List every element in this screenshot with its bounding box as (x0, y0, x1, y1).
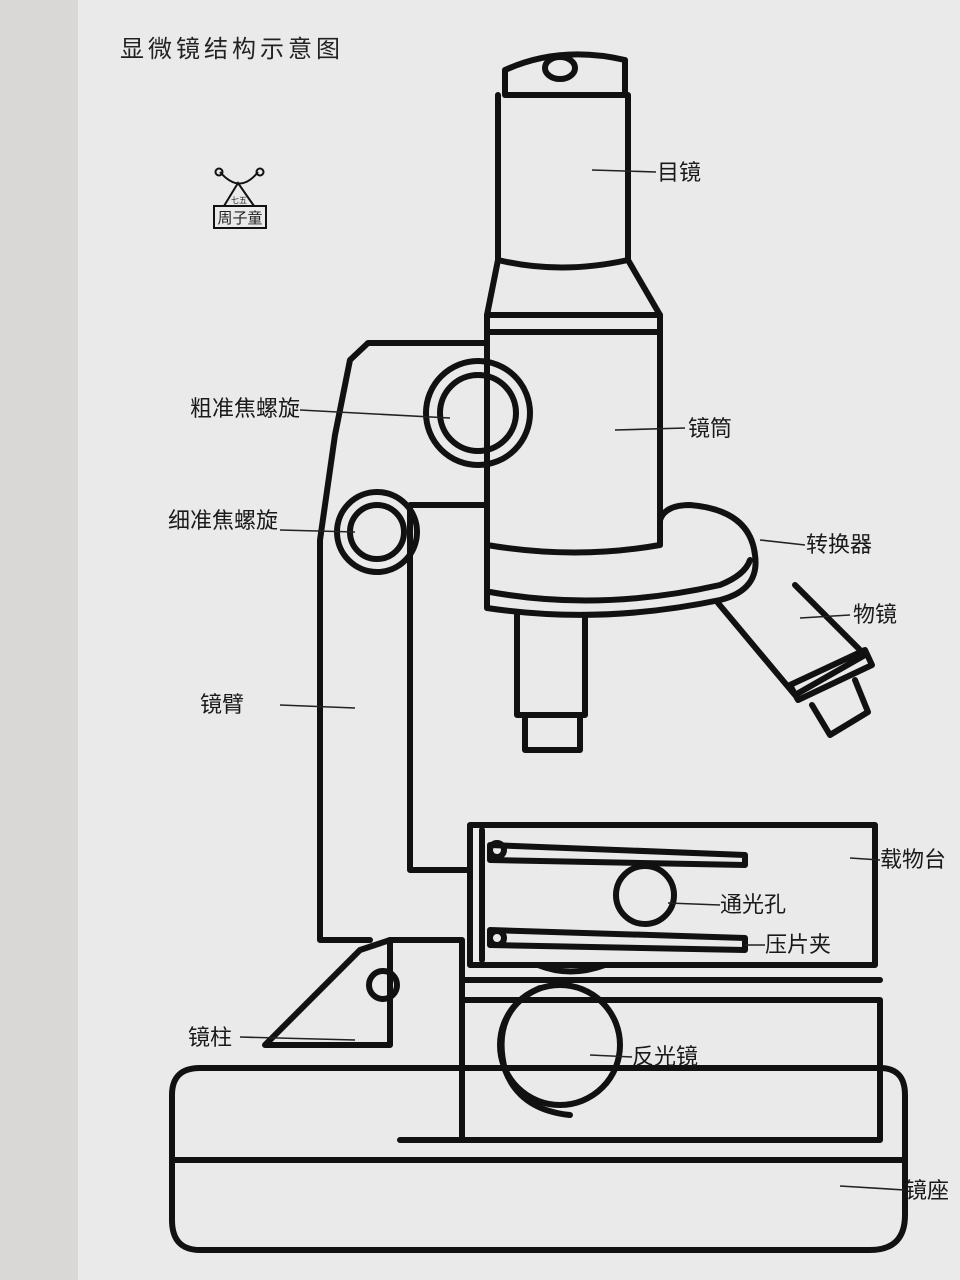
objective-lenses (514, 582, 875, 753)
base (169, 1065, 908, 1253)
label-coarse-focus: 粗准焦螺旋 (190, 397, 300, 422)
label-fine-focus: 细准焦螺旋 (168, 509, 278, 534)
leader-lines (239, 169, 906, 1191)
mirror (497, 982, 623, 1118)
eyepiece (484, 51, 663, 318)
label-stage: 载物台 (880, 848, 946, 873)
label-stage-clip: 压片夹 (765, 933, 831, 958)
label-mirror: 反光镜 (632, 1045, 698, 1070)
author-tag: 七五 周子童 (213, 167, 267, 229)
pillar (262, 937, 465, 1143)
label-objective: 物镜 (853, 603, 897, 628)
label-aperture: 通光孔 (720, 893, 786, 918)
tube (484, 312, 663, 556)
author-badge: 七五 (231, 196, 247, 205)
diagram-title: 显微镜结构示意图 (120, 35, 344, 63)
label-nosepiece: 转换器 (806, 533, 872, 558)
label-tube: 镜筒 (688, 417, 732, 442)
author-name: 周子童 (217, 209, 262, 227)
nosepiece (484, 502, 759, 618)
coarse-focus-knob (423, 358, 533, 468)
label-arm: 镜臂 (200, 693, 244, 718)
arm (317, 340, 490, 943)
stage (467, 822, 878, 975)
label-eyepiece: 目镜 (657, 161, 701, 186)
label-pillar: 镜柱 (188, 1026, 232, 1051)
label-base: 镜座 (905, 1179, 949, 1204)
